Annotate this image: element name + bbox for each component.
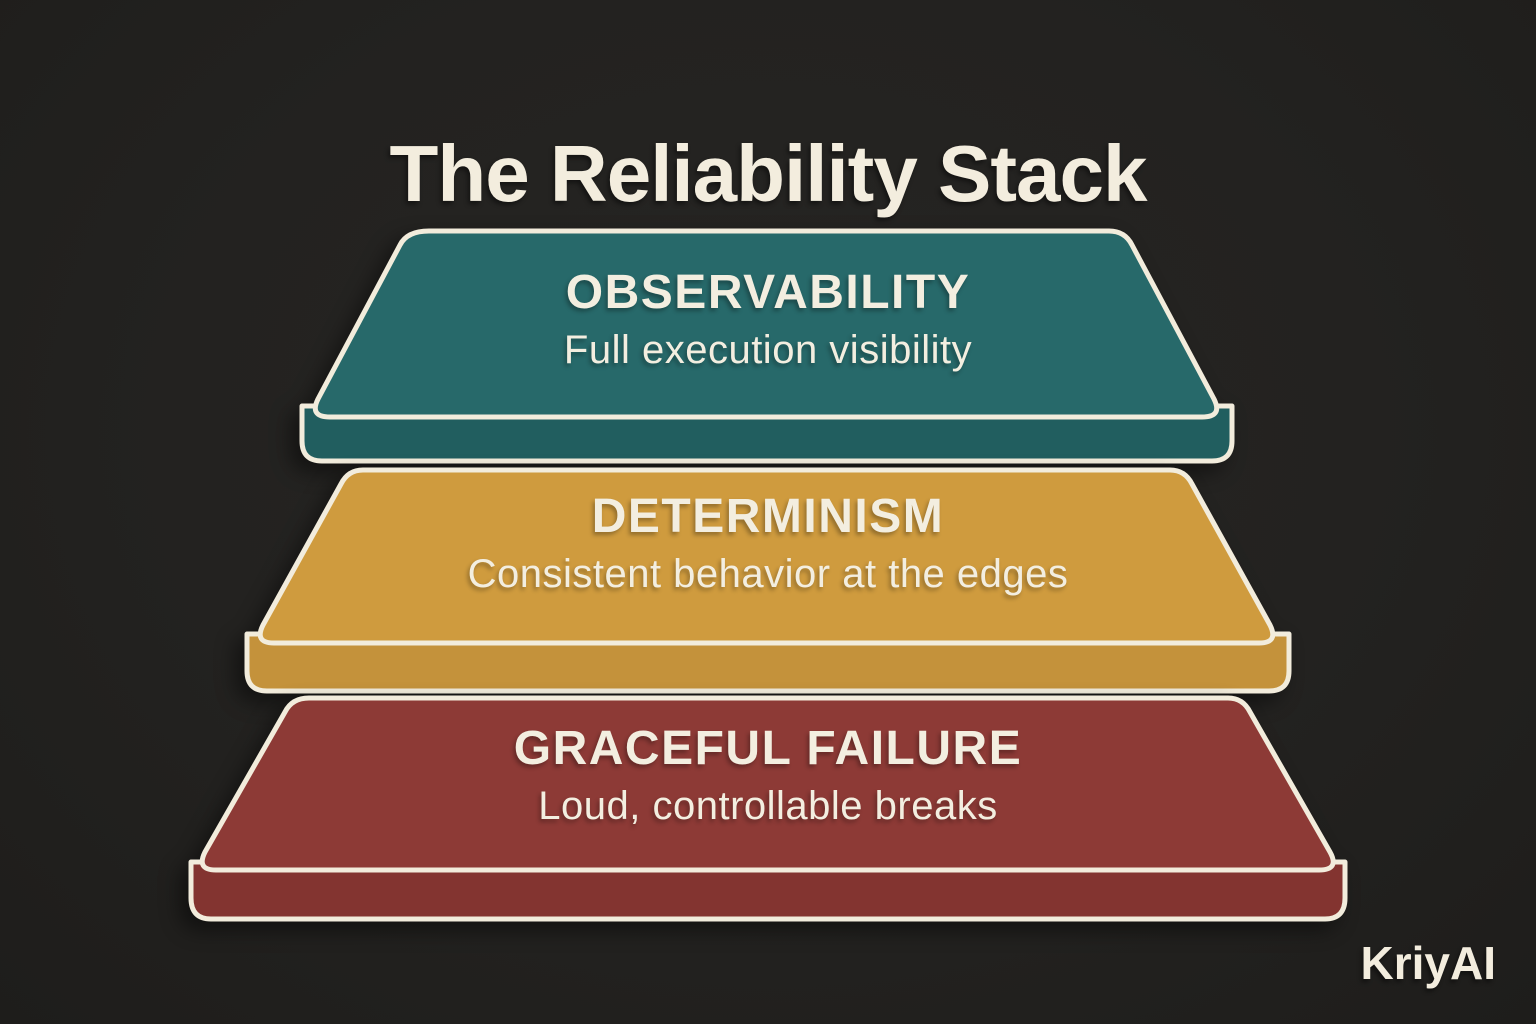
layer-label: DETERMINISM bbox=[591, 490, 945, 543]
layer-graceful-failure-text: GRACEFUL FAILURE Loud, controllable brea… bbox=[0, 720, 1536, 828]
layer-graceful-failure-shape bbox=[188, 695, 1348, 922]
layer-determinism-top-face bbox=[257, 467, 1276, 646]
brand-watermark: KriyAI bbox=[1360, 937, 1496, 989]
page-title: The Reliability Stack bbox=[389, 128, 1147, 218]
layer-determinism-shape bbox=[244, 467, 1292, 694]
layer-determinism-text: DETERMINISM Consistent behavior at the e… bbox=[0, 488, 1536, 596]
layer-observability-front-face bbox=[299, 403, 1235, 464]
layer-label: GRACEFUL FAILURE bbox=[513, 722, 1023, 775]
layer-determinism-front-face bbox=[244, 631, 1292, 694]
layer-observability-shape bbox=[299, 228, 1235, 464]
layer-graceful-failure-front-face bbox=[188, 859, 1348, 922]
layer-sublabel: Consistent behavior at the edges bbox=[467, 551, 1069, 596]
layer-observability-top-face bbox=[312, 228, 1220, 420]
layer-sublabel: Loud, controllable breaks bbox=[538, 783, 998, 828]
layer-label: OBSERVABILITY bbox=[565, 266, 971, 319]
layer-graceful-failure-top-face bbox=[199, 695, 1336, 873]
layer-observability-text: OBSERVABILITY Full execution visibility bbox=[0, 264, 1536, 372]
layer-sublabel: Full execution visibility bbox=[563, 327, 973, 372]
